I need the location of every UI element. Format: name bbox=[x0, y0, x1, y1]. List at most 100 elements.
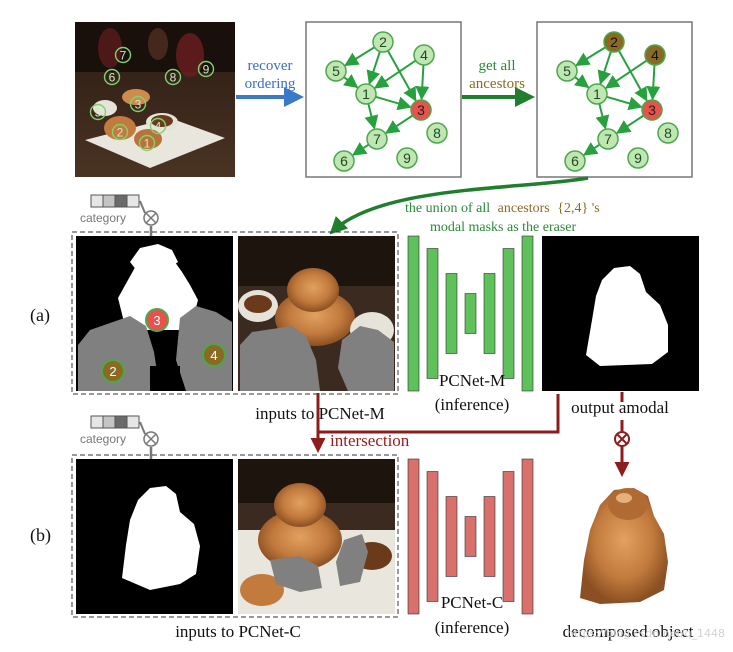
svg-text:8: 8 bbox=[433, 125, 441, 141]
row-label-b: (b) bbox=[30, 525, 51, 546]
intersection-label: intersection bbox=[330, 431, 410, 450]
svg-text:9: 9 bbox=[203, 63, 210, 77]
graph-edge bbox=[373, 59, 417, 89]
pcnet-c-label: PCNet-C bbox=[441, 593, 503, 612]
graph-edge bbox=[343, 74, 359, 89]
decomposed-object bbox=[580, 488, 668, 604]
pcnet-m-label: PCNet-M bbox=[439, 371, 505, 390]
graph-edge bbox=[606, 95, 643, 111]
graph-node-2: 2 bbox=[372, 31, 394, 53]
graph-node-5: 5 bbox=[325, 60, 347, 82]
scene-photo bbox=[75, 22, 235, 177]
inputs-frame-a bbox=[71, 231, 399, 395]
svg-text:4: 4 bbox=[651, 47, 659, 63]
photo-label-6: 6 bbox=[103, 68, 121, 86]
photo-label-1: 1 bbox=[138, 134, 156, 152]
recover-label-1: recover bbox=[248, 58, 293, 74]
net-layer-4 bbox=[464, 516, 477, 557]
graph-node-4: 4 bbox=[644, 44, 666, 66]
net-layer-7 bbox=[521, 458, 534, 615]
graph-node-8: 8 bbox=[426, 122, 448, 144]
svg-text:5: 5 bbox=[563, 63, 571, 79]
net-layer-5 bbox=[483, 273, 496, 354]
svg-text:6: 6 bbox=[340, 153, 348, 169]
svg-text:2: 2 bbox=[117, 126, 124, 140]
svg-text:4: 4 bbox=[210, 348, 217, 363]
net-layer-3 bbox=[445, 273, 458, 354]
badge-2: 2 bbox=[101, 359, 125, 383]
photo-label-8: 8 bbox=[164, 68, 182, 86]
photo-label-3: 3 bbox=[129, 95, 147, 113]
pcnet-m-mode: (inference) bbox=[435, 395, 510, 414]
category-vector-a bbox=[90, 194, 159, 226]
inputs-caption-b: inputs to PCNet-C bbox=[175, 622, 301, 641]
photo-label-9: 9 bbox=[197, 60, 215, 78]
union-label-2: modal masks as the eraser bbox=[430, 220, 577, 235]
recover-label-2: ordering bbox=[245, 76, 296, 92]
net-layer-5 bbox=[483, 496, 496, 577]
decomposed-caption: decomposed object bbox=[563, 622, 694, 641]
graph-edge bbox=[415, 64, 430, 101]
svg-text:7: 7 bbox=[120, 49, 127, 63]
svg-text:2: 2 bbox=[109, 364, 116, 379]
photo-label-4: 4 bbox=[149, 117, 167, 135]
graph-node-5: 5 bbox=[556, 60, 578, 82]
amodal-mask-panel-b bbox=[76, 459, 233, 614]
ancestors-label-1: get all bbox=[478, 58, 515, 74]
output-amodal-panel bbox=[542, 236, 699, 391]
net-layer-2 bbox=[426, 248, 439, 379]
graph-node-1: 1 bbox=[586, 83, 608, 105]
category-vector-b bbox=[90, 415, 159, 447]
svg-text:8: 8 bbox=[170, 71, 177, 85]
graph-edge bbox=[375, 95, 412, 111]
graph-edge bbox=[575, 46, 607, 67]
svg-text:5: 5 bbox=[95, 106, 102, 120]
svg-text:9: 9 bbox=[403, 150, 411, 166]
graph-node-7: 7 bbox=[597, 128, 619, 150]
photo-label-7: 7 bbox=[114, 46, 132, 64]
svg-text:7: 7 bbox=[373, 131, 381, 147]
svg-text:5: 5 bbox=[332, 63, 340, 79]
svg-text:2: 2 bbox=[610, 34, 618, 50]
graph-edge bbox=[582, 142, 601, 156]
net-layer-4 bbox=[464, 293, 477, 334]
inputs-frame-b bbox=[71, 454, 399, 618]
svg-text:1: 1 bbox=[593, 86, 601, 102]
svg-text:3: 3 bbox=[648, 102, 656, 118]
graph-node-3: 3 bbox=[410, 99, 432, 121]
svg-text:3: 3 bbox=[135, 98, 142, 112]
svg-text:4: 4 bbox=[420, 47, 428, 63]
svg-text:1: 1 bbox=[362, 86, 370, 102]
svg-text:7: 7 bbox=[604, 131, 612, 147]
masked-image-b bbox=[238, 459, 395, 614]
net-layer-7 bbox=[521, 235, 534, 392]
graph-edge bbox=[616, 114, 645, 134]
badge-3: 3 bbox=[145, 308, 169, 332]
net-layer-1 bbox=[407, 458, 420, 615]
graph-node-1: 1 bbox=[355, 83, 377, 105]
graph-edge bbox=[604, 59, 648, 89]
graph-edge bbox=[646, 64, 661, 101]
graph-edge bbox=[351, 142, 370, 156]
net-layer-6 bbox=[502, 471, 515, 602]
graph-node-2: 2 bbox=[603, 31, 625, 53]
category-label-a: category bbox=[80, 211, 126, 225]
net-layer-2 bbox=[426, 471, 439, 602]
svg-text:9: 9 bbox=[634, 150, 642, 166]
graph-node-3: 3 bbox=[641, 99, 663, 121]
svg-text:3: 3 bbox=[153, 313, 160, 328]
graph-edge bbox=[364, 103, 379, 130]
pcnet-c-encoder-decoder bbox=[407, 458, 534, 615]
pcnet-c-mode: (inference) bbox=[435, 618, 510, 637]
svg-text:8: 8 bbox=[664, 125, 672, 141]
category-label-b: category bbox=[80, 432, 126, 446]
svg-text:4: 4 bbox=[155, 120, 162, 134]
output-amodal-caption: output amodal bbox=[571, 398, 669, 417]
graph-node-7: 7 bbox=[366, 128, 388, 150]
graph-node-9: 9 bbox=[627, 147, 649, 169]
graph-node-8: 8 bbox=[657, 122, 679, 144]
occlusion-graph: 1 2 3 4 5 6 7 8 9 bbox=[325, 31, 448, 172]
graph-edge bbox=[574, 74, 590, 89]
